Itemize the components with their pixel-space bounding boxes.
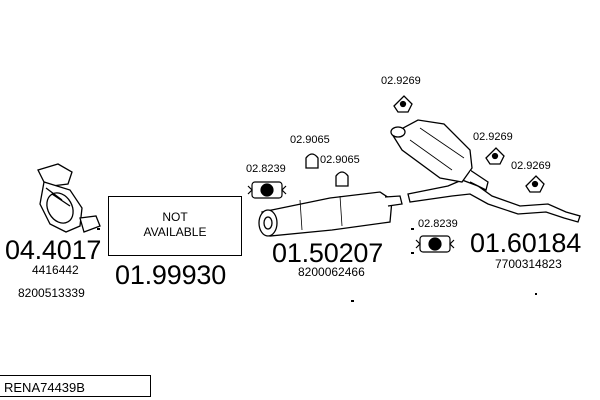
- fitting-label-6: 02.9269: [511, 160, 551, 172]
- manifold-part-code: 04.4017: [5, 235, 102, 265]
- vehicle-ref-box: RENA74439B: [0, 375, 151, 397]
- not-available-part-code: 01.99930: [115, 260, 227, 290]
- manifold-ref-1: 4416442: [32, 263, 79, 277]
- not-available-line-1: NOT: [162, 210, 188, 224]
- fitting-label-7: 02.8239: [418, 218, 458, 230]
- fitting-hanger-2-icon: [335, 171, 349, 187]
- manifold-ref-2: 8200513339: [18, 286, 85, 300]
- fitting-rubber-3-icon: [525, 175, 545, 193]
- fitting-clamp-1-icon: [247, 181, 287, 199]
- catalytic-converter-drawing: [37, 163, 101, 233]
- fitting-clamp-2-icon: [415, 235, 455, 253]
- center-part-ref: 8200062466: [298, 265, 365, 279]
- not-available-line-2: AVAILABLE: [143, 225, 207, 239]
- vehicle-ref: RENA74439B: [4, 380, 85, 395]
- fitting-label-1: 02.8239: [246, 163, 286, 175]
- rear-silencer-drawing: [390, 119, 581, 223]
- fitting-label-3: 02.9065: [320, 154, 360, 166]
- fitting-label-2: 02.9065: [290, 134, 330, 146]
- center-part-code: 01.50207: [272, 238, 384, 268]
- fitting-label-5: 02.9269: [473, 131, 513, 143]
- not-available-box: NOT AVAILABLE: [108, 196, 242, 256]
- fitting-rubber-2-icon: [485, 147, 505, 165]
- rear-part-code: 01.60184: [470, 228, 582, 258]
- fitting-hanger-1-icon: [305, 153, 319, 169]
- fitting-label-4: 02.9269: [381, 75, 421, 87]
- fitting-rubber-1-icon: [393, 95, 413, 113]
- rear-part-ref: 7700314823: [495, 257, 562, 271]
- center-silencer-drawing: [258, 191, 403, 237]
